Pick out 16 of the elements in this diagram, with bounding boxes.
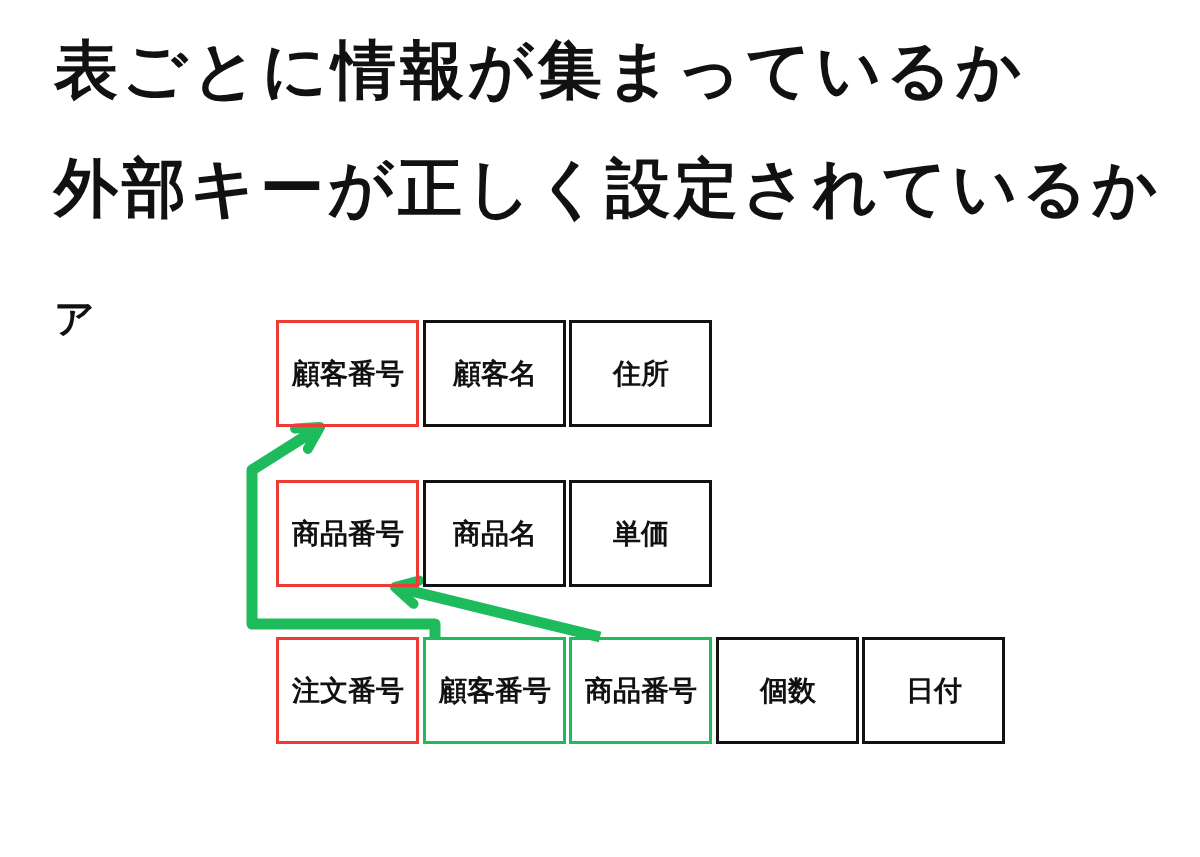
primary-key-cell: 注文番号 xyxy=(276,637,419,744)
option-label: ア xyxy=(54,298,95,338)
arrow xyxy=(390,575,602,643)
column-cell: 住所 xyxy=(569,320,712,427)
primary-key-cell: 顧客番号 xyxy=(276,320,419,427)
arrow xyxy=(246,422,441,637)
primary-key-cell: 商品番号 xyxy=(276,480,419,587)
column-cell: 顧客名 xyxy=(423,320,566,427)
column-cell: 個数 xyxy=(716,637,859,744)
column-cell: 日付 xyxy=(862,637,1005,744)
column-cell: 単価 xyxy=(569,480,712,587)
foreign-key-cell: 商品番号 xyxy=(569,637,712,744)
column-cell: 商品名 xyxy=(423,480,566,587)
foreign-key-cell: 顧客番号 xyxy=(423,637,566,744)
heading: 表ごとに情報が集まっているか xyxy=(54,38,1026,102)
heading: 外部キーが正しく設定されているか xyxy=(54,156,1162,220)
